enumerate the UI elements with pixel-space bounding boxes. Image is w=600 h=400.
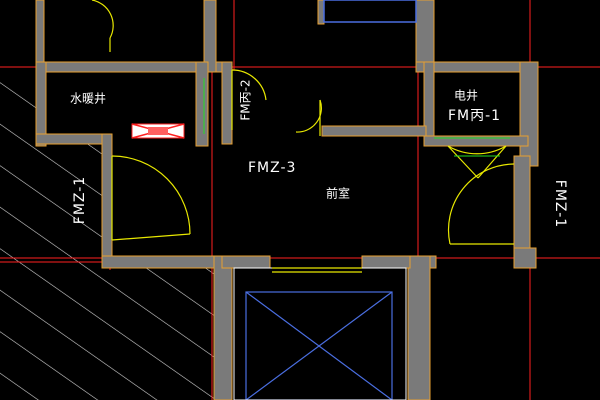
electric-shaft-label: 电井 [454,89,478,103]
green-accents [203,78,510,157]
front-room-label: 前室 [326,186,350,201]
elevator-bottom [245,291,393,400]
hatch-region-left [0,68,214,400]
elevator-top [323,0,417,23]
fire-door-bing-2-label: FM丙-2 [239,79,253,120]
fire-door-bing-1-label: FM丙-1 [448,108,501,124]
elevator-wall-outline [233,267,407,400]
fire-door-right-label: FMZ-1 [552,180,568,228]
fire-door-left-label: FMZ-1 [72,176,88,224]
water-heating-shaft-label: 水暖井 [70,92,106,106]
fire-damper-icon [131,123,185,139]
door-swings [91,0,515,273]
fire-door-yi-3-label: FMZ-3 [248,160,296,176]
